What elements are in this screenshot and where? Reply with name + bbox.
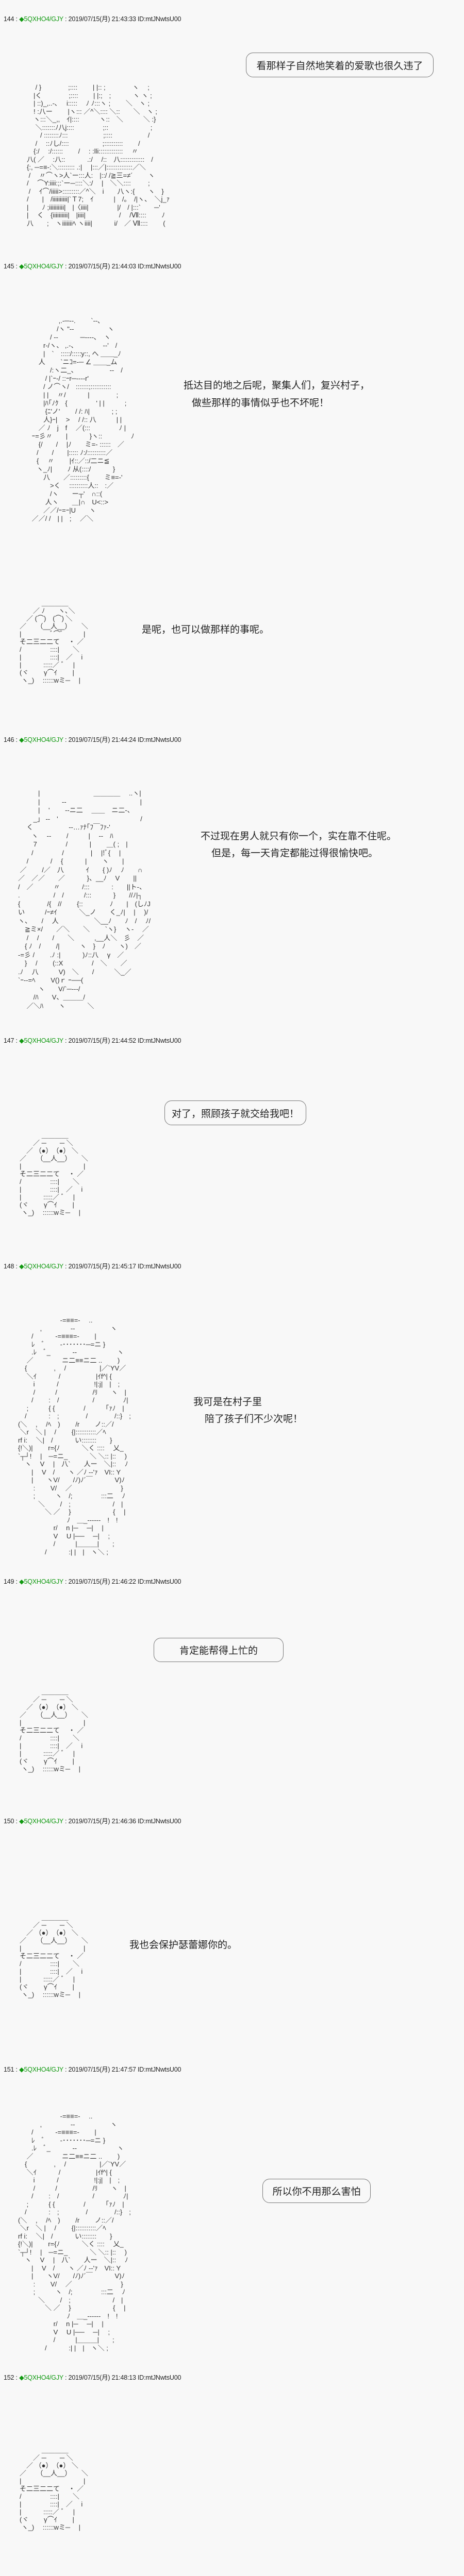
dialogue-text: 所以你不用那么害怕 bbox=[272, 2187, 361, 2197]
separator: : bbox=[63, 1037, 69, 1044]
post-date: 2019/07/15(月) 21:44:24 ID:mtJNwtsU00 bbox=[68, 736, 181, 743]
post-number: 151 bbox=[4, 2066, 14, 2073]
dialogue-text: 看那样子自然地笑着的爱歌也很久违了 bbox=[256, 60, 423, 72]
post-header: 146 : ◆5QXHO4/GJY : 2019/07/15(月) 21:44:… bbox=[4, 736, 181, 744]
separator: : bbox=[14, 2066, 20, 2073]
separator: : bbox=[14, 2374, 20, 2381]
separator: : bbox=[63, 1818, 69, 1825]
ascii-art-bear: ＿＿＿＿ ／ ─ ─ ＼ ／ （●） （●） ＼ ／ （__人__） ＼ | |… bbox=[20, 1688, 88, 1773]
post-number: 145 bbox=[4, 263, 14, 270]
dialogue-text: 对了，照顾孩子就交给我吧！ bbox=[171, 1108, 299, 1120]
dialogue-text: 但是，每一天肯定都能过得很愉快吧。 bbox=[211, 848, 378, 859]
poster-trip: ◆5QXHO4/GJY bbox=[19, 2374, 63, 2381]
dialogue-text: 肯定能帮得上忙的 bbox=[179, 1646, 258, 1656]
separator: : bbox=[14, 263, 20, 270]
post-number: 148 bbox=[4, 1263, 14, 1270]
poster-trip: ◆5QXHO4/GJY bbox=[19, 263, 63, 270]
post-header: 148 : ◆5QXHO4/GJY : 2019/07/15(月) 21:45:… bbox=[4, 1262, 181, 1270]
post-header: 152 : ◆5QXHO4/GJY : 2019/07/15(月) 21:48:… bbox=[4, 2374, 181, 2382]
separator: : bbox=[63, 263, 69, 270]
poster-trip: ◆5QXHO4/GJY bbox=[19, 1263, 63, 1270]
speech-bubble: 看那样子自然地笑着的爱歌也很久违了 bbox=[246, 53, 434, 77]
post-date: 2019/07/15(月) 21:44:03 ID:mtJNwtsU00 bbox=[68, 263, 181, 270]
post-header: 150 : ◆5QXHO4/GJY : 2019/07/15(月) 21:46:… bbox=[4, 1817, 181, 1825]
post-date: 2019/07/15(月) 21:43:33 ID:mtJNwtsU00 bbox=[68, 15, 181, 23]
speech-bubble: 对了，照顾孩子就交给我吧！ bbox=[164, 1100, 306, 1125]
ascii-art-figures: / } ;:::: | |:: ; ヽ ; |く ;:::: | |:; ; ヽ… bbox=[27, 83, 170, 227]
separator: : bbox=[14, 1818, 20, 1825]
post-header: 147 : ◆5QXHO4/GJY : 2019/07/15(月) 21:44:… bbox=[4, 1037, 181, 1045]
separator: : bbox=[63, 2066, 69, 2073]
ascii-art-figures: | ＿＿＿＿ ..ヽ| | ‐- | | ' ‐-ニ二 ＿＿ ニ二-、 _」 ‐… bbox=[18, 789, 151, 1010]
speech-bubble: 所以你不用那么害怕 bbox=[262, 2179, 371, 2203]
post-number: 146 bbox=[4, 736, 14, 743]
ascii-art-bear: ＿＿＿＿ ／ ─ ─ ＼ ／ （●） （●） ＼ ／ （__人__） ＼ | |… bbox=[20, 1131, 88, 1216]
dialogue-text: 我可是在村子里 bbox=[193, 1397, 262, 1408]
dialogue-text: 抵达目的地之后呢，聚集人们，复兴村子， bbox=[184, 380, 370, 391]
ascii-art-girl: -=≡≡=- .. , -- ヽ / -=≡≡≡=- | ﾚ ﾞ -･･････… bbox=[18, 1316, 131, 1556]
separator: : bbox=[63, 1578, 69, 1585]
post-date: 2019/07/15(月) 21:47:57 ID:mtJNwtsU00 bbox=[68, 2066, 181, 2073]
ascii-art-bear: ＿＿＿＿ ／ ─ ─ ＼ ／ （●） （●） ＼ ／ （__人__） ＼ | |… bbox=[20, 1913, 88, 1998]
post-number: 144 bbox=[4, 15, 14, 23]
post-header: 151 : ◆5QXHO4/GJY : 2019/07/15(月) 21:47:… bbox=[4, 2065, 181, 2074]
post-number: 149 bbox=[4, 1578, 14, 1585]
separator: : bbox=[14, 15, 20, 23]
post-header: 144 : ◆5QXHO4/GJY : 2019/07/15(月) 21:43:… bbox=[4, 15, 181, 23]
separator: : bbox=[14, 736, 20, 743]
dialogue-text: 是呢，也可以做那样的事呢。 bbox=[142, 624, 270, 635]
poster-trip: ◆5QXHO4/GJY bbox=[19, 15, 63, 23]
ascii-art-girl: ,.-─‐-. `‐-､ /ヽ "‐- ヽ / ‐- ─‐-‐-､ ヽ r‐/ヽ… bbox=[31, 317, 135, 522]
separator: : bbox=[63, 736, 69, 743]
ascii-art-bear: ＿＿＿＿ ／ ﾉ ヽ､＼ ／ (⌒) (⌒) ＼ ／ （__人__） ＼ | ﾞ… bbox=[20, 599, 88, 684]
poster-trip: ◆5QXHO4/GJY bbox=[19, 1578, 63, 1585]
poster-trip: ◆5QXHO4/GJY bbox=[19, 736, 63, 743]
post-number: 152 bbox=[4, 2374, 14, 2381]
separator: : bbox=[63, 15, 69, 23]
dialogue-text: 做些那样的事情似乎也不坏呢！ bbox=[192, 398, 329, 409]
post-header: 145 : ◆5QXHO4/GJY : 2019/07/15(月) 21:44:… bbox=[4, 262, 181, 270]
poster-trip: ◆5QXHO4/GJY bbox=[19, 2066, 63, 2073]
poster-trip: ◆5QXHO4/GJY bbox=[19, 1818, 63, 1825]
ascii-art-girl: -=≡≡=- .. , -- ヽ / -=≡≡≡=- | ﾚ ﾞ -･･････… bbox=[18, 2112, 131, 2352]
post-date: 2019/07/15(月) 21:48:13 ID:mtJNwtsU00 bbox=[68, 2374, 181, 2381]
poster-trip: ◆5QXHO4/GJY bbox=[19, 1037, 63, 1044]
post-date: 2019/07/15(月) 21:45:17 ID:mtJNwtsU00 bbox=[68, 1263, 181, 1270]
post-number: 147 bbox=[4, 1037, 14, 1044]
separator: : bbox=[63, 1263, 69, 1270]
post-date: 2019/07/15(月) 21:44:52 ID:mtJNwtsU00 bbox=[68, 1037, 181, 1044]
separator: : bbox=[14, 1037, 20, 1044]
dialogue-text: 我也会保护瑟蕾娜你的。 bbox=[129, 1940, 238, 1951]
post-date: 2019/07/15(月) 21:46:22 ID:mtJNwtsU00 bbox=[68, 1578, 181, 1585]
speech-bubble: 肯定能帮得上忙的 bbox=[154, 1638, 284, 1662]
separator: : bbox=[14, 1578, 20, 1585]
post-date: 2019/07/15(月) 21:46:36 ID:mtJNwtsU00 bbox=[68, 1818, 181, 1825]
ascii-art-bear: ＿＿＿＿ ／ ─ ─ ＼ ／ （●） （●） ＼ ／ （__人__） ＼ | |… bbox=[20, 2446, 88, 2531]
dialogue-text: 陪了孩子们不少次呢！ bbox=[205, 1414, 303, 1425]
post-header: 149 : ◆5QXHO4/GJY : 2019/07/15(月) 21:46:… bbox=[4, 1578, 181, 1586]
separator: : bbox=[63, 2374, 69, 2381]
dialogue-text: 不过现在男人就只有你一个，实在靠不住呢。 bbox=[201, 831, 397, 842]
post-number: 150 bbox=[4, 1818, 14, 1825]
separator: : bbox=[14, 1263, 20, 1270]
